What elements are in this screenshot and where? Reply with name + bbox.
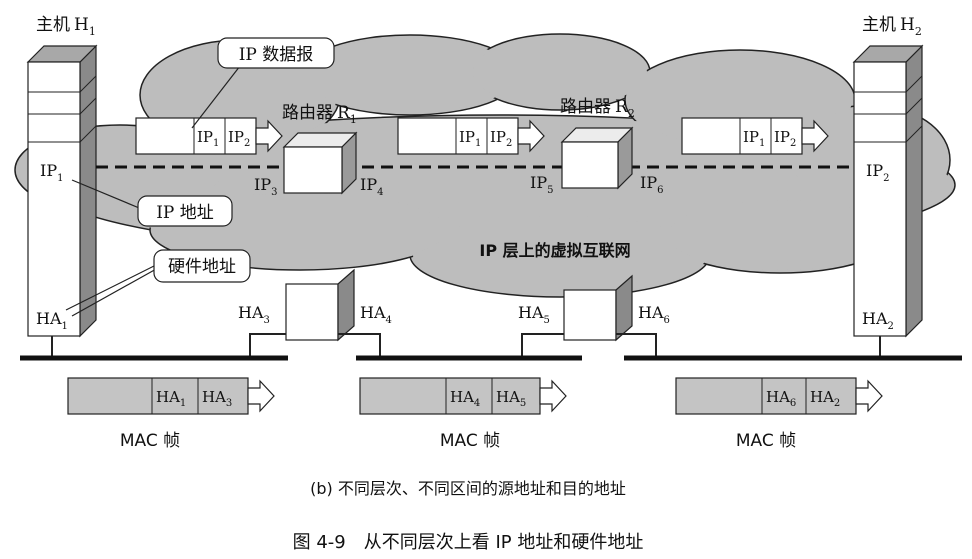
mac-frame-3: HA6 HA2 MAC 帧: [675, 377, 883, 451]
callout-hw-address: 硬件地址: [65, 249, 251, 317]
svg-text:MAC 帧: MAC 帧: [736, 431, 796, 451]
svg-text:IP2: IP2: [774, 128, 796, 149]
host-h2-ha: HA2: [862, 309, 894, 332]
ip-datagram-1: IP1 IP2: [135, 117, 283, 155]
router-r2-ip-right: IP6: [640, 173, 663, 196]
host-h1-ip: IP1: [40, 161, 63, 184]
router-r2-ip-left: IP5: [530, 173, 553, 196]
router-r2-ha-left: HA5: [518, 303, 550, 326]
router-r1-ha-left: HA3: [238, 303, 270, 326]
router-r1-ip-right: IP4: [360, 175, 383, 198]
svg-text:IP1: IP1: [197, 128, 219, 149]
svg-text:IP2: IP2: [490, 128, 512, 149]
svg-text:MAC 帧: MAC 帧: [440, 431, 500, 451]
virtual-internet-label: IP 层上的虚拟互联网: [479, 241, 630, 260]
host-h1-ha: HA1: [36, 309, 68, 332]
mac-frame-1: HA1 HA3 MAC 帧: [67, 377, 275, 451]
svg-text:MAC 帧: MAC 帧: [120, 431, 180, 451]
svg-text:IP1: IP1: [743, 128, 765, 149]
callout-ip-address: IP 地址: [71, 179, 233, 227]
ip-datagram-2: IP1 IP2: [397, 117, 545, 155]
host-h2-ip: IP2: [866, 161, 889, 184]
mac-frame-2: HA4 HA5 MAC 帧: [359, 377, 567, 451]
svg-text:IP 数据报: IP 数据报: [239, 45, 314, 65]
svg-text:HA4: HA4: [450, 388, 480, 409]
svg-text:硬件地址: 硬件地址: [168, 257, 236, 277]
svg-text:HA2: HA2: [810, 388, 840, 409]
svg-text:IP 地址: IP 地址: [156, 203, 214, 223]
router-r2-ha-right: HA6: [638, 303, 670, 326]
svg-text:IP1: IP1: [459, 128, 481, 149]
router-r1-ha-right: HA4: [360, 303, 392, 326]
callout-ip-datagram: IP 数据报: [191, 37, 335, 129]
figure-caption: 图 4-9 从不同层次上看 IP 地址和硬件地址: [293, 532, 644, 553]
svg-text:HA1: HA1: [156, 388, 186, 409]
svg-text:HA3: HA3: [202, 388, 232, 409]
sub-caption: (b) 不同层次、不同区间的源地址和目的地址: [310, 479, 626, 498]
svg-text:HA5: HA5: [496, 388, 526, 409]
router-r1-ip-left: IP3: [254, 175, 277, 198]
svg-text:IP2: IP2: [228, 128, 250, 149]
svg-text:HA6: HA6: [766, 388, 796, 409]
ip-datagram-3: IP1 IP2: [681, 117, 829, 155]
